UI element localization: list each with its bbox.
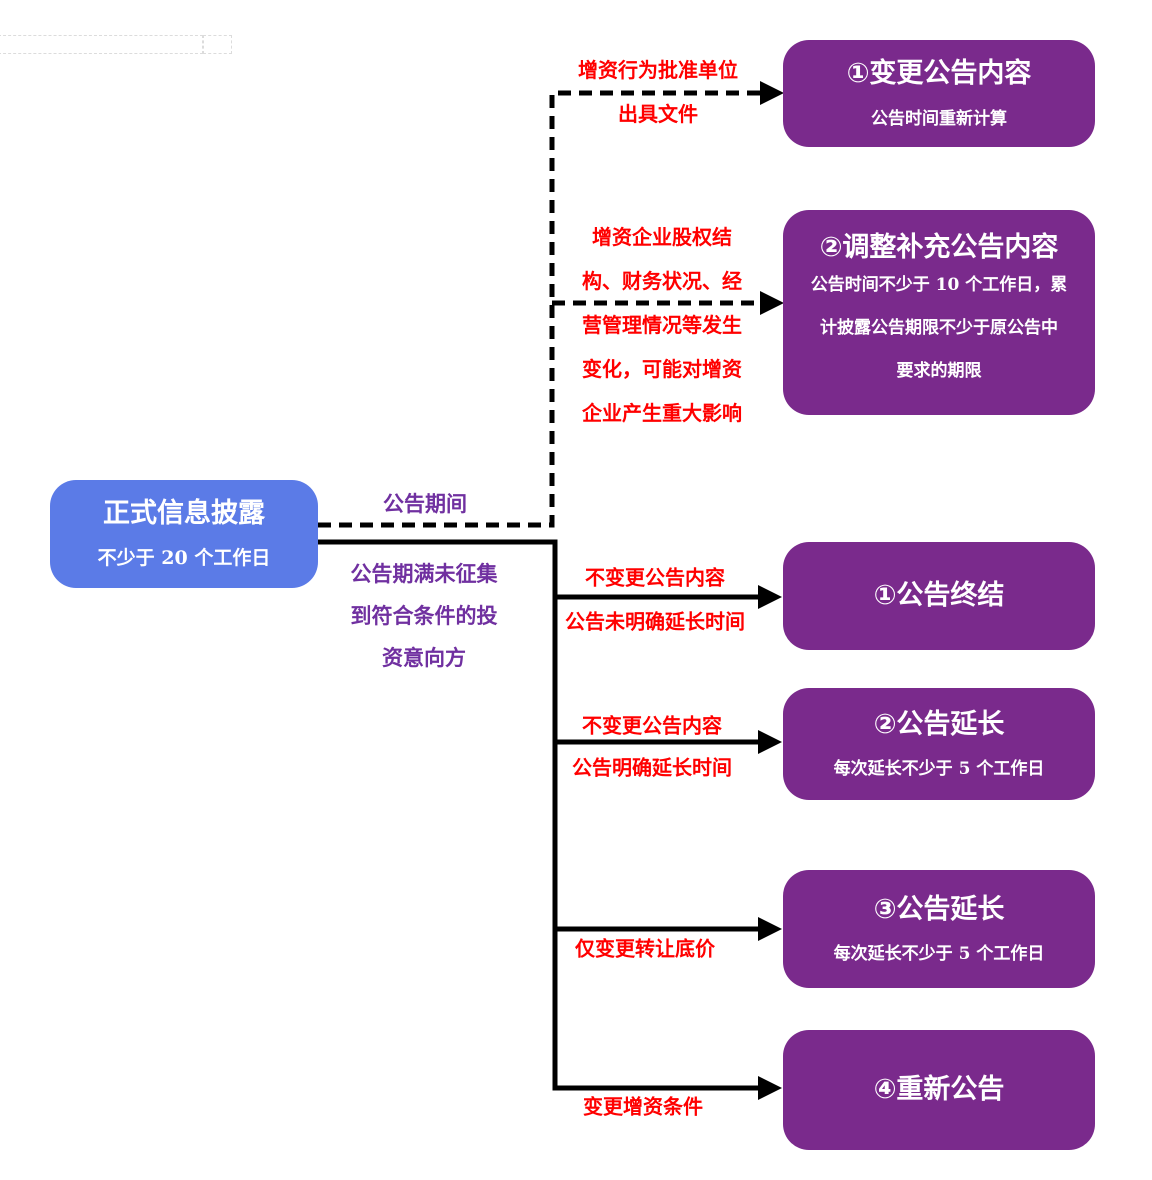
edge-label-line: 构、财务状况、经 (582, 271, 742, 293)
node-subtitle: 每次延长不少于 5 个工作日 (833, 759, 1045, 780)
node-subtitle: 每次延长不少于 5 个工作日 (833, 944, 1045, 965)
dashed-connector-trunk (318, 90, 761, 528)
edge-label-line: 变化，可能对增资 (582, 359, 742, 381)
edge-label-announcement-period: 公告期间 (383, 493, 467, 516)
node-subtitle-line: 公告时间不少于 10 个工作日，累 (810, 274, 1068, 295)
arrowhead-extend2 (758, 730, 782, 754)
edge-label-line: 增资企业股权结 (592, 227, 732, 249)
node-title: ②调整补充公告内容 (819, 232, 1059, 263)
arrowhead-adjust-content (760, 291, 784, 315)
node-title: ①公告终结 (873, 580, 1005, 611)
node-subtitle: 公告时间不少于 10 个工作日，累 计披露公告期限不少于原公告中 要求的期限 (811, 264, 1068, 393)
arrowhead-change-content (760, 81, 784, 105)
edge-label-major-change: 增资企业股权结 构、财务状况、经 营管理情况等发生 变化，可能对增资 企业产生重… (582, 216, 742, 436)
edge-label-line: 企业产生重大影响 (582, 403, 742, 425)
edge-label-approval-unit: 增资行为批准单位 出具文件 (578, 49, 738, 137)
arrowhead-extend3 (758, 917, 782, 941)
node-subtitle: 公告时间重新计算 (871, 108, 1007, 129)
node-announcement-extend-2: ②公告延长 每次延长不少于 5 个工作日 (783, 688, 1095, 800)
edge-label-line: 增资行为批准单位 (578, 60, 738, 82)
edge-label-period-expired: 公告期满未征集 到符合条件的投 资意向方 (351, 554, 498, 680)
node-subtitle-line: 要求的期限 (896, 360, 982, 381)
node-title: ③公告延长 (873, 893, 1005, 924)
edge-label-line: 出具文件 (618, 104, 698, 126)
node-title: ④重新公告 (873, 1074, 1005, 1105)
node-adjust-supplement-content: ②调整补充公告内容 公告时间不少于 10 个工作日，累 计披露公告期限不少于原公… (783, 210, 1095, 415)
arrowhead-renew (758, 1076, 782, 1100)
edge-label-extend2-above: 不变更公告内容 (582, 715, 722, 738)
edge-label-line: 营管理情况等发生 (582, 315, 742, 337)
node-title: ②公告延长 (873, 708, 1005, 739)
edge-label-line: 资意向方 (382, 647, 466, 670)
edge-label-line: 到符合条件的投 (350, 605, 498, 628)
edge-label-terminate-above: 不变更公告内容 (585, 567, 725, 590)
arrowhead-terminate (758, 585, 782, 609)
node-announcement-extend-3: ③公告延长 每次延长不少于 5 个工作日 (783, 870, 1095, 988)
placeholder-cell-small (203, 35, 232, 54)
node-re-announce: ④重新公告 (783, 1030, 1095, 1150)
solid-connector-trunk (318, 539, 759, 1091)
node-announcement-terminate: ①公告终结 (783, 542, 1095, 650)
node-title: ①变更公告内容 (846, 58, 1032, 89)
placeholder-cell-wide (0, 35, 203, 54)
node-subtitle: 不少于 20 个工作日 (97, 546, 271, 569)
edge-label-line: 公告期满未征集 (350, 563, 498, 586)
node-title: 正式信息披露 (103, 498, 265, 529)
node-subtitle-line: 计披露公告期限不少于原公告中 (820, 317, 1058, 338)
edge-label-renew-below: 变更增资条件 (583, 1096, 703, 1119)
node-formal-disclosure: 正式信息披露 不少于 20 个工作日 (50, 480, 318, 588)
edge-label-extend3-below: 仅变更转让底价 (575, 938, 715, 961)
edge-label-extend2-below: 公告明确延长时间 (572, 757, 732, 780)
edge-label-terminate-below: 公告未明确延长时间 (565, 611, 745, 634)
node-change-content: ①变更公告内容 公告时间重新计算 (783, 40, 1095, 147)
